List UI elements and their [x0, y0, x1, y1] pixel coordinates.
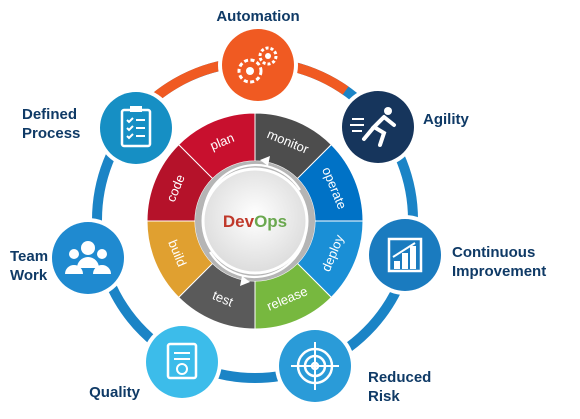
benefit-node-automation: Automation [216, 8, 300, 105]
benefit-nodes: AutomationAgilityContinuousImprovementRe… [10, 8, 546, 406]
benefit-label: Reduced [368, 369, 431, 386]
benefit-label: Work [10, 267, 48, 284]
benefit-node-quality: Quality [89, 322, 222, 402]
benefit-label: Agility [423, 111, 469, 128]
core-label-dev: Dev [223, 212, 255, 231]
benefit-label: Risk [368, 388, 400, 405]
arrowhead-lower [240, 276, 250, 286]
benefit-node-agility: Agility [338, 87, 469, 167]
team-icon [65, 241, 111, 274]
benefit-label: Defined [22, 106, 77, 123]
benefit-label: Team [10, 248, 48, 265]
gears-icon [237, 46, 278, 84]
arrowhead-upper [260, 156, 270, 166]
cycle-arrow-upper [203, 163, 301, 206]
checklist-icon [120, 106, 152, 148]
node-circle [342, 91, 414, 163]
runner-icon [350, 107, 396, 147]
cycle-arrow-lower [209, 236, 307, 279]
core-circle [201, 167, 309, 275]
benefit-label: Quality [89, 384, 141, 401]
bar-chart-icon [387, 237, 423, 273]
node-circle [146, 326, 218, 398]
core-label-ops: Ops [254, 212, 287, 231]
core-label: DevOps [223, 212, 287, 231]
benefit-label: Process [22, 125, 80, 142]
benefit-label: Automation [216, 8, 299, 25]
benefit-label: Continuous [452, 244, 535, 261]
target-icon [291, 342, 339, 390]
certificate-icon [166, 342, 198, 380]
benefit-label: Improvement [452, 263, 546, 280]
phase-segment-code [146, 143, 214, 222]
